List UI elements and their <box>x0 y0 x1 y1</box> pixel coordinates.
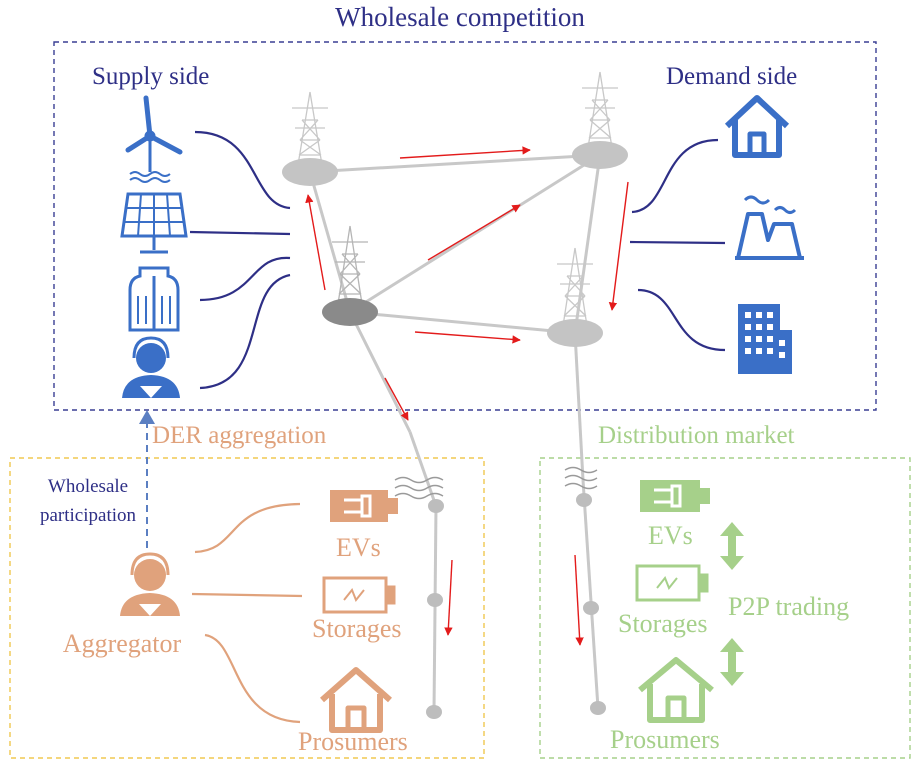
operator-icon <box>122 336 180 398</box>
supply-side-label: Supply side <box>92 63 209 90</box>
der-aggregation-label: DER aggregation <box>152 422 327 449</box>
bus-node-top-left <box>282 158 338 186</box>
pylon-icon-top-left <box>292 91 328 166</box>
dist-feeder <box>564 466 606 715</box>
wholesale-participation-arrow <box>139 410 155 548</box>
demand-side-label: Demand side <box>666 63 797 90</box>
dist-storages-label: Storages <box>618 609 708 638</box>
aggregator-icon <box>120 552 180 616</box>
wholesale-participation-label-1: Wholesale <box>48 476 128 497</box>
distribution-market-label: Distribution market <box>598 422 795 449</box>
wholesale-region <box>53 41 877 411</box>
der-bus-node-1 <box>428 499 444 513</box>
bus-node-center <box>322 298 378 326</box>
dist-bus-node-1 <box>576 493 592 507</box>
der-evs-label: EVs <box>336 533 381 562</box>
house-icon <box>724 95 790 158</box>
der-storages-label: Storages <box>312 614 402 643</box>
aggregator-connectors <box>191 502 303 724</box>
supply-connectors <box>189 130 291 390</box>
p2p-arrow-icon-lower <box>720 638 744 686</box>
der-prosumer-house-icon <box>320 667 392 733</box>
transmission-lines <box>308 153 602 481</box>
p2p-trading-label: P2P trading <box>728 592 849 621</box>
demand-connectors <box>629 138 726 352</box>
aggregator-label: Aggregator <box>63 629 182 658</box>
flow-arrow-bottom <box>414 331 521 344</box>
dist-prosumers-label: Prosumers <box>610 725 720 754</box>
der-bus-node-2 <box>427 593 443 607</box>
pylon-icon-center <box>332 225 368 305</box>
pylon-icon-top-right <box>582 71 618 149</box>
wind-turbine-icon <box>125 95 183 183</box>
factory-icon <box>735 195 804 260</box>
p2p-arrow-icon-upper <box>720 522 744 570</box>
dist-bus-node-3 <box>590 701 606 715</box>
flow-arrow-top <box>399 146 531 159</box>
bus-node-bottom-right <box>547 319 603 347</box>
office-building-icon <box>738 304 792 374</box>
dist-bus-node-2 <box>583 601 599 615</box>
power-flow-arrows <box>305 146 629 646</box>
flow-arrow-der-feeder <box>444 559 453 636</box>
der-battery-icon <box>322 576 396 614</box>
der-ev-charger-icon <box>330 490 398 522</box>
solar-panel-icon <box>120 192 188 254</box>
der-region <box>9 457 485 759</box>
flow-arrow-to-der <box>384 377 409 421</box>
der-bus-node-3 <box>426 705 442 719</box>
flow-arrow-dist-feeder <box>574 554 584 646</box>
dist-evs-label: EVs <box>648 521 693 550</box>
flow-arrow-left-up <box>305 194 326 291</box>
flow-arrow-diagonal <box>427 204 521 261</box>
gas-tank-icon <box>128 266 180 332</box>
bus-node-top-right <box>572 141 628 169</box>
flow-arrow-right-down <box>608 181 629 311</box>
der-feeder <box>394 431 444 719</box>
dist-battery-icon <box>635 564 709 602</box>
wholesale-participation-label-2: participation <box>40 505 137 526</box>
pylon-icon-bottom-right <box>557 247 593 327</box>
distribution-region <box>539 457 911 759</box>
dist-ev-charger-icon <box>640 480 710 512</box>
title: Wholesale competition <box>335 2 585 32</box>
dist-prosumer-house-icon <box>638 657 714 723</box>
